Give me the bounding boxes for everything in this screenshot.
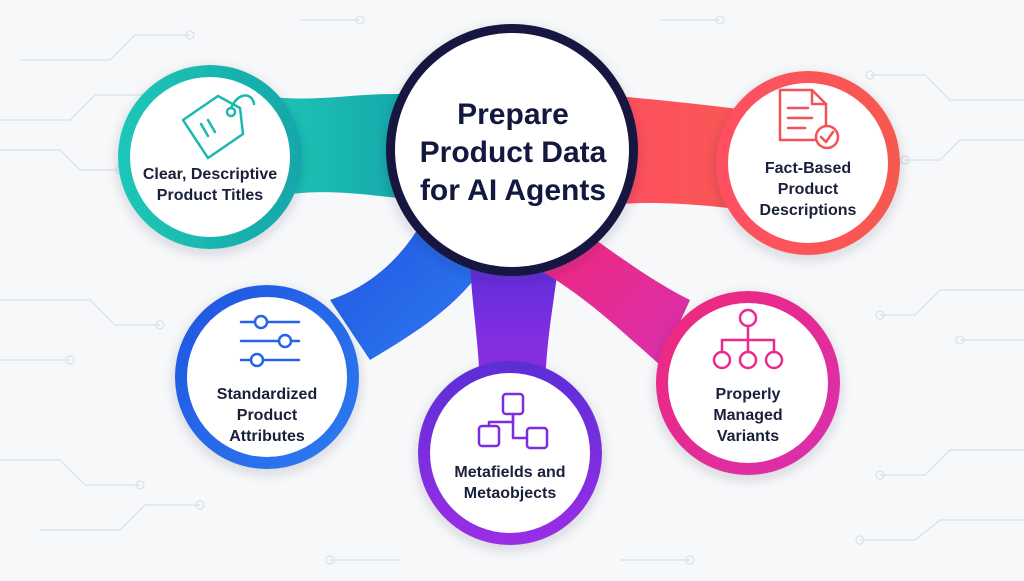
node-label-variants: Properly Managed Variants [668, 384, 828, 447]
node-attributes [175, 285, 359, 469]
node-metafields [418, 361, 602, 545]
hierarchy-tree-icon [712, 308, 784, 370]
center-title-line: for AI Agents [419, 174, 607, 207]
node-label-titles: Clear, Descriptive Product Titles [130, 164, 290, 206]
connector-metafields [470, 250, 560, 400]
center-node [386, 24, 638, 276]
center-title-line: Prepare [457, 98, 569, 131]
node-label-line: Fact-Based [764, 160, 852, 177]
node-label-line: Properly [715, 386, 781, 403]
node-variants [656, 291, 840, 475]
connected-blocks-icon [477, 392, 549, 450]
node-label-line: Metafields and [454, 464, 566, 481]
node-label-descriptions: Fact-Based Product Descriptions [728, 158, 888, 221]
document-check-icon [778, 88, 840, 150]
node-descriptions [716, 71, 900, 255]
connector-variants [540, 225, 690, 365]
node-label-line: Product [236, 407, 298, 424]
center-title-line: Product Data [419, 136, 607, 169]
node-label-line: Standardized [216, 386, 318, 403]
node-label-line: Clear, Descriptive [142, 166, 278, 183]
sliders-icon [239, 314, 301, 368]
node-label-line: Product [777, 181, 839, 198]
circuit-background [0, 15, 1024, 565]
node-label-attributes: Standardized Product Attributes [187, 384, 347, 447]
node-label-line: Metaobjects [463, 485, 557, 502]
node-label-line: Managed [713, 407, 783, 424]
node-label-line: Descriptions [759, 202, 857, 219]
node-label-line: Attributes [229, 428, 305, 445]
node-label-line: Variants [716, 428, 780, 445]
price-tag-icon [181, 94, 256, 160]
node-label-metafields: Metafields and Metaobjects [430, 462, 590, 504]
node-label-line: Product Titles [156, 187, 264, 204]
center-title: Prepare Product Data for AI Agents [393, 96, 633, 210]
